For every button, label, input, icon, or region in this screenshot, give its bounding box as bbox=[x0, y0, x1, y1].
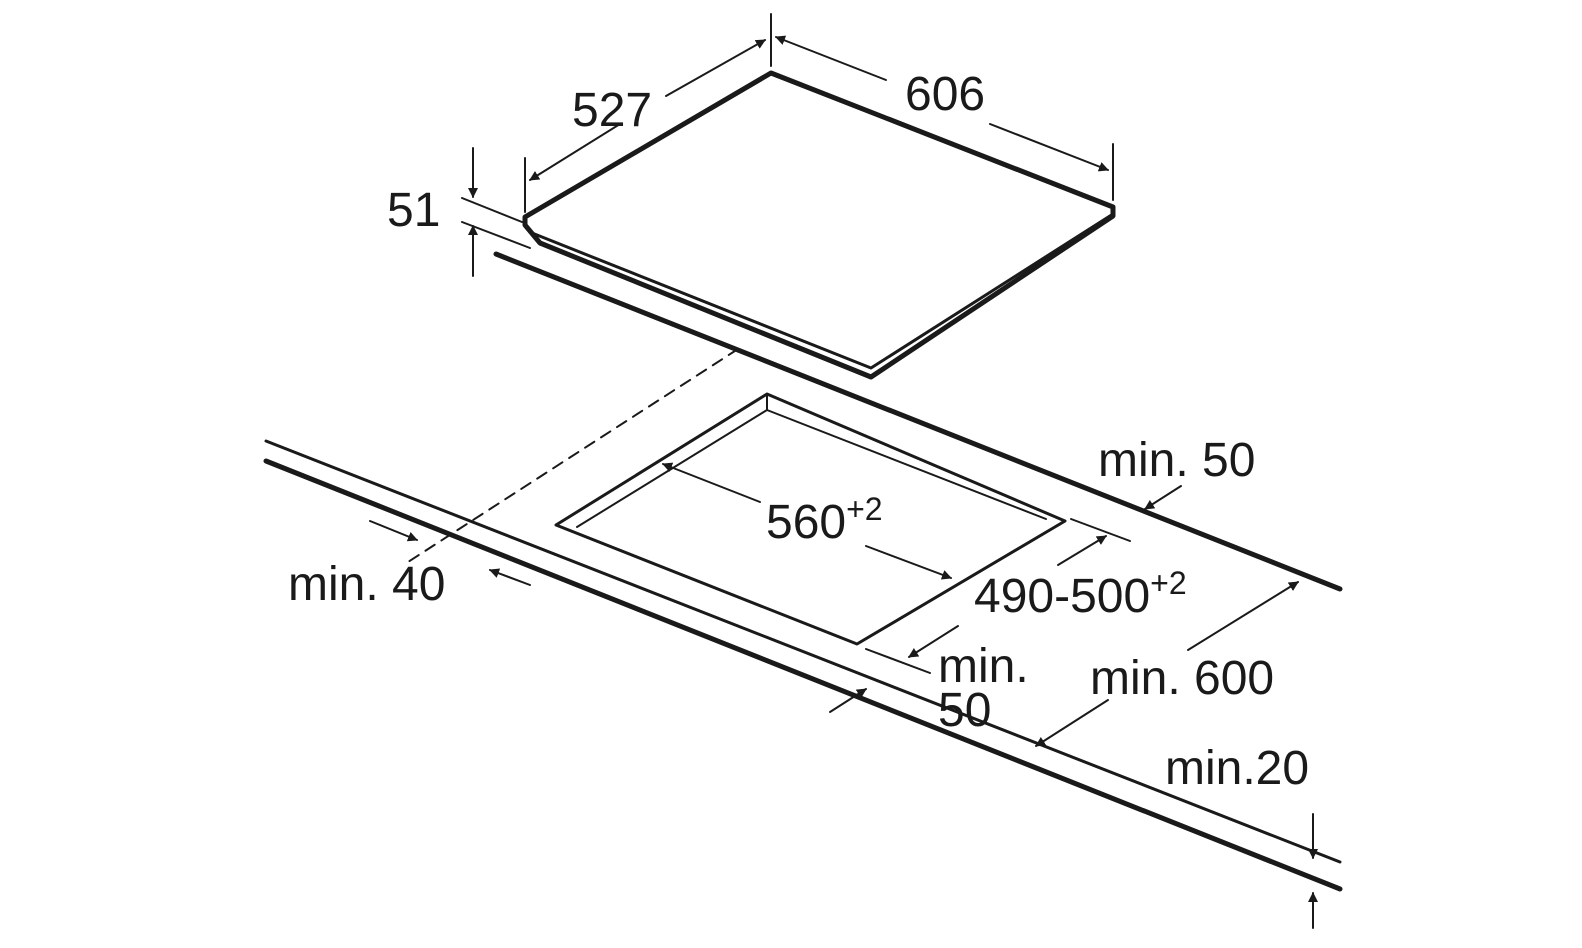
dim-worktop-depth: min. 600 bbox=[1035, 581, 1299, 747]
dim-cutout-depth: 490-500+2 bbox=[865, 518, 1187, 674]
label-50-front: 50 bbox=[938, 684, 991, 737]
label-606: 606 bbox=[905, 68, 985, 121]
label-490-500: 490-500+2 bbox=[974, 565, 1187, 623]
dim-hob-height: 51 bbox=[387, 147, 531, 277]
dim-hob-depth: 527 bbox=[524, 39, 766, 213]
label-min-50-rear: min. 50 bbox=[1098, 434, 1255, 487]
label-51: 51 bbox=[387, 184, 440, 237]
label-490-500-value: 490-500 bbox=[974, 570, 1150, 623]
dim-side-clearance: min. 40 bbox=[288, 520, 531, 611]
label-560-tolerance: +2 bbox=[846, 491, 882, 527]
label-560: 560+2 bbox=[766, 491, 883, 549]
dim-cutout-width: 560+2 bbox=[662, 462, 952, 580]
label-min-600: min. 600 bbox=[1090, 652, 1274, 705]
hidden-edge-dashed bbox=[407, 348, 739, 563]
dim-hob-width: 606 bbox=[770, 13, 1114, 201]
label-527: 527 bbox=[572, 84, 652, 137]
worktop-outline bbox=[263, 251, 1343, 892]
dim-worktop-thickness: min.20 bbox=[1165, 742, 1318, 929]
label-min-20: min.20 bbox=[1165, 742, 1309, 795]
label-min-40: min. 40 bbox=[288, 558, 445, 611]
label-490-500-tolerance: +2 bbox=[1150, 565, 1186, 601]
dim-front-clearance: min. 50 bbox=[829, 640, 1029, 737]
dim-rear-clearance: min. 50 bbox=[1098, 434, 1255, 510]
label-min-front: min. bbox=[938, 640, 1029, 693]
hob-outline bbox=[522, 70, 1116, 380]
label-560-value: 560 bbox=[766, 496, 846, 549]
